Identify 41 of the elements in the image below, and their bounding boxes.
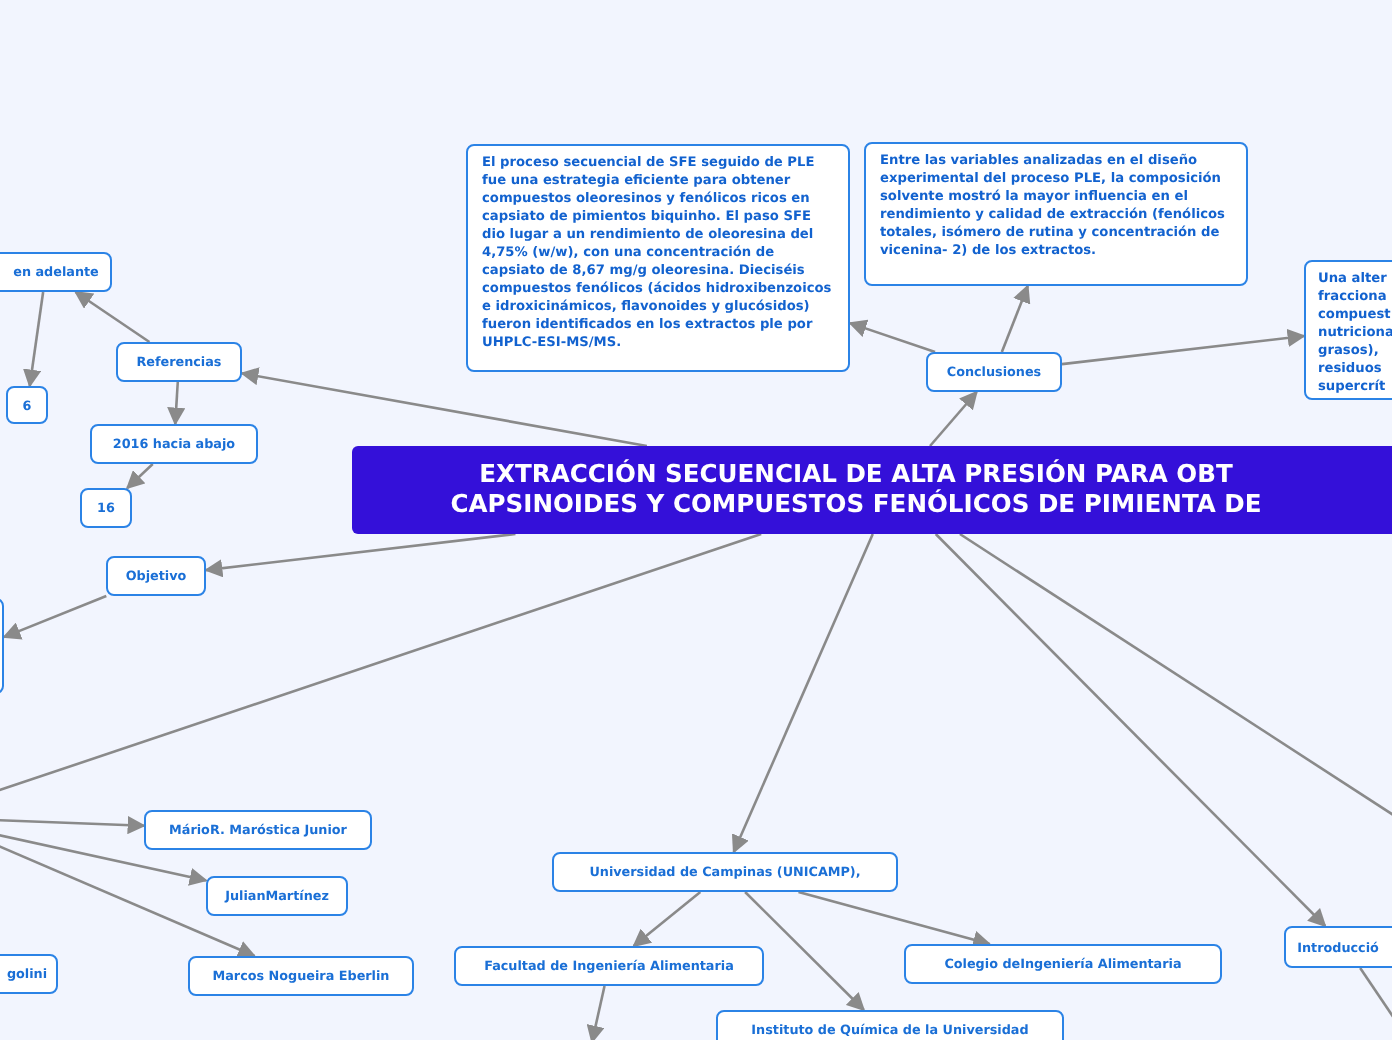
arrow (1000, 284, 1031, 353)
arrow (23, 291, 45, 388)
topic-box (1284, 926, 1392, 968)
arrow (848, 319, 936, 354)
arrow (929, 390, 978, 447)
arrow (632, 891, 702, 948)
topic-box (926, 352, 1062, 392)
central-topic-box (352, 446, 1392, 534)
connector-line (0, 532, 762, 794)
topic-box (904, 944, 1222, 984)
central-topic-text: EXTRACCIÓN SECUENCIAL DE ALTA PRESIÓN PARA OBT CAPSINOIDES Y COMPUESTOS FENÓLICOS DE PIMIENTA DE (448, 460, 1264, 520)
arrow (204, 532, 516, 578)
arrow (798, 890, 992, 949)
connector-line (959, 532, 1392, 820)
topic-box (206, 876, 348, 916)
arrow (731, 533, 874, 854)
topic-box (0, 252, 112, 292)
topic-box (454, 946, 764, 986)
arrow (240, 367, 648, 448)
topic-box (6, 386, 48, 424)
topic-box (188, 956, 414, 996)
arrow (1061, 328, 1306, 366)
arrow (0, 832, 208, 886)
arrow (74, 290, 151, 344)
topic-box (552, 852, 898, 892)
topic-box (106, 556, 206, 596)
arrow (167, 381, 186, 426)
note-box (1304, 260, 1392, 400)
arrow (125, 463, 154, 490)
arrow (2, 594, 107, 640)
topic-box (90, 424, 258, 464)
arrow (586, 985, 606, 1040)
arrow (0, 842, 257, 958)
note-box (864, 142, 1248, 286)
arrow (744, 891, 866, 1012)
note-box (466, 144, 850, 372)
topic-box (144, 810, 372, 850)
topic-box (116, 342, 242, 382)
arrow (934, 533, 1327, 928)
topic-box (80, 488, 132, 528)
arrow (0, 815, 146, 835)
